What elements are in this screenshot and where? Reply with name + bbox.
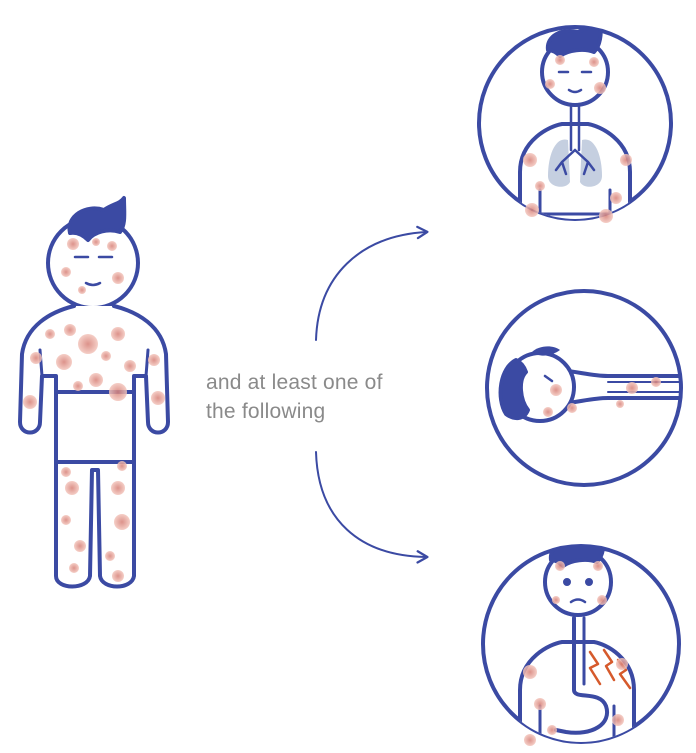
rash-spot: [105, 551, 115, 561]
rash-spot: [610, 192, 622, 204]
rash-spot: [30, 352, 42, 364]
rash-spot: [64, 324, 76, 336]
rash-spot: [523, 153, 537, 167]
stomach-pain-icon: [483, 532, 679, 753]
rash-spot: [535, 181, 545, 191]
rash-spot: [78, 334, 98, 354]
throat-swelling-icon: [487, 291, 696, 485]
rash-spot: [626, 382, 638, 394]
caption-line-1: and at least one of: [206, 368, 466, 397]
rash-spot: [567, 403, 577, 413]
rash-spot: [612, 714, 624, 726]
rash-spot: [111, 481, 125, 495]
rash-spot: [594, 82, 606, 94]
rash-spot: [109, 383, 127, 401]
rash-spot: [545, 79, 555, 89]
rash-spot: [148, 354, 160, 366]
rash-spot: [114, 514, 130, 530]
rash-spot: [124, 360, 136, 372]
rash-spot: [599, 209, 613, 223]
rash-spot: [651, 377, 661, 387]
rash-spot: [92, 238, 100, 246]
rash-spot: [56, 354, 72, 370]
rash-spot: [73, 381, 83, 391]
rash-spot: [89, 373, 103, 387]
rash-spot: [523, 665, 537, 679]
rash-spot: [65, 481, 79, 495]
rash-spot: [547, 725, 557, 735]
rash-spot: [616, 658, 628, 670]
rash-spot: [45, 329, 55, 339]
rash-spot: [67, 238, 79, 250]
rash-spot: [589, 57, 599, 67]
rash-spot: [524, 734, 536, 746]
rash-spot: [101, 351, 111, 361]
rash-spot: [555, 561, 565, 571]
diagram-caption: and at least one of the following: [206, 368, 466, 426]
rash-spot: [616, 400, 624, 408]
rash-spot: [543, 407, 553, 417]
rash-spot: [117, 461, 127, 471]
rash-spot: [74, 540, 86, 552]
rash-spot: [69, 563, 79, 573]
rash-spot: [112, 272, 124, 284]
child-with-rash-icon: [20, 198, 168, 587]
rash-spot: [107, 241, 117, 251]
rash-spot: [597, 595, 607, 605]
rash-spot: [534, 698, 546, 710]
rash-spot: [111, 327, 125, 341]
rash-spot: [61, 467, 71, 477]
rash-spot: [593, 561, 603, 571]
rash-spot: [112, 570, 124, 582]
rash-spot: [78, 286, 86, 294]
rash-spot: [61, 267, 71, 277]
rash-spot: [151, 391, 165, 405]
rash-spot: [555, 55, 565, 65]
caption-line-2: the following: [206, 397, 466, 426]
rash-spot: [550, 384, 562, 396]
rash-spot: [61, 515, 71, 525]
lungs-breathing-icon: [479, 22, 671, 270]
rash-spot: [620, 154, 632, 166]
rash-spot: [23, 395, 37, 409]
rash-spot: [525, 203, 539, 217]
rash-spot: [552, 596, 560, 604]
